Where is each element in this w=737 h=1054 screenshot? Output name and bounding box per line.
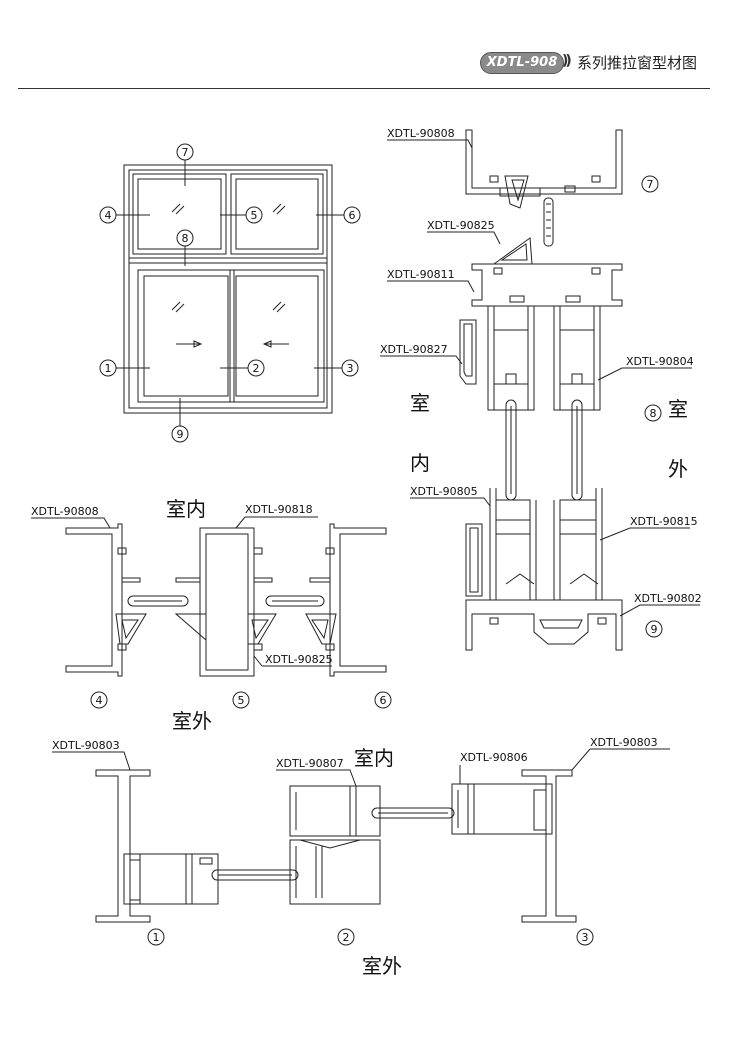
- section-num-2: 2: [343, 931, 350, 944]
- window-marker-7: [176, 143, 194, 161]
- section-num-8: 8: [650, 407, 657, 420]
- section-marker-6: [374, 691, 392, 709]
- label-90804: XDTL-90804: [626, 355, 694, 368]
- label-90825-mid: XDTL-90825: [265, 653, 333, 666]
- indoor-label-bottom: 室内: [354, 746, 394, 770]
- section-num-9: 9: [651, 623, 658, 636]
- outdoor-char-1: 室: [668, 397, 688, 421]
- section-marker-9: [645, 620, 663, 638]
- page-header: XDTL-908 )) 系列推拉窗型材图: [0, 0, 737, 92]
- window-num-5: 5: [251, 209, 258, 222]
- horizontal-section-lower: [52, 748, 670, 946]
- section-num-6: 6: [380, 694, 387, 707]
- label-90807: XDTL-90807: [276, 757, 344, 770]
- window-num-9: 9: [177, 428, 184, 441]
- window-num-1: 1: [105, 362, 112, 375]
- badge-arrows: )): [562, 53, 572, 69]
- window-marker-9: [171, 425, 189, 443]
- label-90808-mid: XDTL-90808: [31, 505, 99, 518]
- section-marker-4: [90, 691, 108, 709]
- section-num-5: 5: [238, 694, 245, 707]
- window-num-4: 4: [105, 209, 112, 222]
- window-marker-5: [245, 206, 263, 224]
- vertical-section: [380, 129, 700, 651]
- indoor-char-2: 内: [410, 451, 430, 475]
- label-90825-right: XDTL-90825: [427, 219, 495, 232]
- marker-numbers: 7 4 5 6 8 1 2 3 9 7 8 9 4 5 6 1 2 3: [96, 146, 658, 944]
- section-num-4: 4: [96, 694, 103, 707]
- window-marker-2: [247, 359, 265, 377]
- label-90818: XDTL-90818: [245, 503, 313, 516]
- window-num-6: 6: [349, 209, 356, 222]
- section-marker-5: [232, 691, 250, 709]
- window-num-8: 8: [182, 232, 189, 245]
- window-marker-3: [341, 359, 359, 377]
- indoor-label-mid: 室内: [166, 497, 206, 521]
- section-num-7: 7: [647, 178, 654, 191]
- label-90803-right: XDTL-90803: [590, 736, 658, 749]
- section-marker-3: [576, 928, 594, 946]
- profile-labels: XDTL-90808 XDTL-90825 XDTL-90811 XDTL-90…: [31, 127, 702, 770]
- section-marker-1: [147, 928, 165, 946]
- window-marker-1: [99, 359, 117, 377]
- label-90805: XDTL-90805: [410, 485, 478, 498]
- orientation-labels: 室 内 室 外 室内 室外 室内 室外: [166, 391, 688, 978]
- outdoor-label-bottom: 室外: [362, 954, 402, 978]
- window-marker-4: [99, 206, 117, 224]
- label-90827: XDTL-90827: [380, 343, 448, 356]
- outdoor-char-2: 外: [668, 457, 688, 481]
- window-num-7: 7: [182, 146, 189, 159]
- indoor-char-1: 室: [410, 391, 430, 415]
- section-marker-8: [644, 404, 662, 422]
- label-90815: XDTL-90815: [630, 515, 698, 528]
- section-num-1: 1: [153, 931, 160, 944]
- window-num-2: 2: [253, 362, 260, 375]
- header-divider: [18, 88, 710, 89]
- page-title: 系列推拉窗型材图: [577, 54, 698, 72]
- horizontal-section-upper: [31, 516, 392, 709]
- window-marker-6: [343, 206, 361, 224]
- window-elevation: [99, 143, 361, 443]
- section-marker-2: [337, 928, 355, 946]
- section-num-3: 3: [582, 931, 589, 944]
- label-90808-top: XDTL-90808: [387, 127, 455, 140]
- label-90802: XDTL-90802: [634, 592, 702, 605]
- outdoor-label-mid: 室外: [172, 709, 212, 733]
- series-badge: XDTL-908: [480, 52, 564, 74]
- window-num-3: 3: [347, 362, 354, 375]
- label-90803-left: XDTL-90803: [52, 739, 120, 752]
- label-90806: XDTL-90806: [460, 751, 528, 764]
- label-90811: XDTL-90811: [387, 268, 455, 281]
- window-marker-8: [176, 229, 194, 247]
- section-marker-7: [641, 175, 659, 193]
